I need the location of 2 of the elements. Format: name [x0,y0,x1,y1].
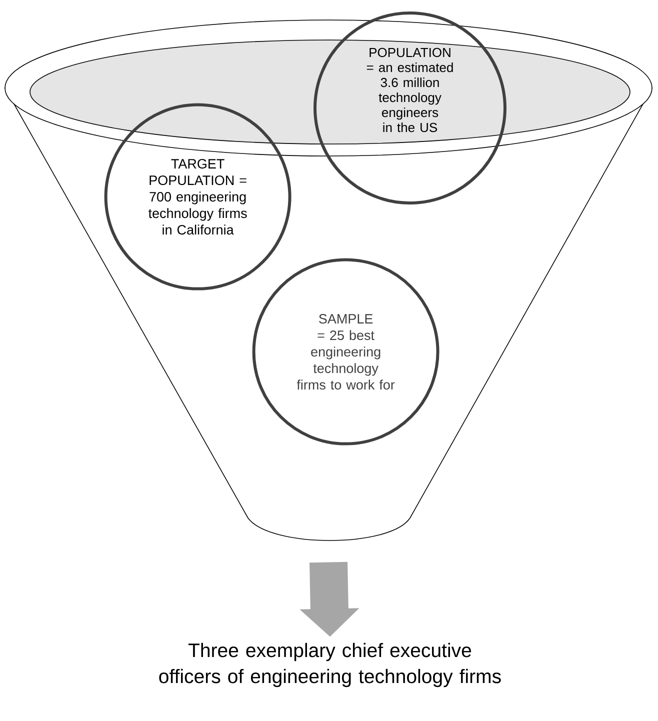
caption-text: Three exemplary chief executive officers of engineering technology firms [159,642,501,688]
funnel-drawing [4,20,652,541]
